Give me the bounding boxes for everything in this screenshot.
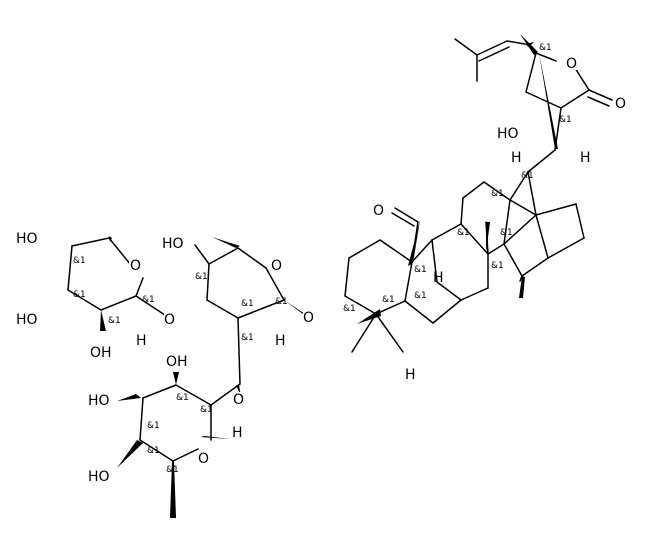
- stereo-label: &1: [491, 261, 504, 271]
- stereo-label: &1: [414, 265, 427, 275]
- stereo-label: &1: [414, 291, 427, 301]
- hydrogen-label-rhamnose: H: [232, 425, 243, 441]
- middle-sugar-ring-oxygen-label: O: [271, 258, 282, 274]
- lactone-carbonyl-oxygen-label: O: [615, 96, 626, 112]
- hydroxyl-label-lactone: HO: [497, 126, 519, 142]
- hydrogen-label-c17: H: [580, 150, 591, 166]
- stereo-label: &1: [200, 405, 213, 415]
- stereo-label: &1: [166, 465, 179, 475]
- glycosidic-oxygen-label-rhamnose: O: [233, 392, 244, 408]
- stereo-label: &1: [559, 115, 572, 125]
- hydrogen-label-c13: H: [511, 150, 522, 166]
- stereo-center-labels: &1 &1 &1 &1 &1 &1 &1 &1 &1 &1 &1 &1 &1 &…: [73, 43, 572, 475]
- bond-network: [67, 38, 613, 462]
- stereo-label: &1: [539, 43, 552, 53]
- stereo-label: &1: [147, 446, 160, 456]
- hydroxyl-label-left-sugar-bottom: HO: [16, 312, 38, 328]
- hydroxyl-label-rhamnose-top: OH: [166, 354, 188, 370]
- aldehyde-oxygen-label: O: [373, 203, 384, 219]
- lactone-ring-oxygen-label: O: [566, 56, 577, 72]
- hydrogen-label-c5: H: [405, 367, 416, 383]
- stereo-label: &1: [382, 295, 395, 305]
- stereo-label: &1: [176, 393, 189, 403]
- hydrogen-label-left-sugar: H: [136, 333, 147, 349]
- rhamnose-ring-oxygen-label: O: [198, 451, 209, 467]
- glycosidic-oxygen-label-aglycone: O: [303, 310, 314, 326]
- hydroxyl-label-rhamnose-bottom: HO: [88, 469, 110, 485]
- hydroxyl-label-left-sugar-top: HO: [16, 231, 38, 247]
- stereo-label: &1: [275, 297, 288, 307]
- stereo-label: &1: [108, 316, 121, 326]
- stereo-label: &1: [73, 256, 86, 266]
- hydroxyl-label-left-sugar-lower: OH: [90, 345, 112, 361]
- left-sugar-ring-oxygen-label: O: [130, 258, 141, 274]
- stereo-label: &1: [521, 171, 534, 181]
- stereo-label: &1: [73, 290, 86, 300]
- stereo-label: &1: [500, 228, 513, 238]
- hydroxyl-label-rhamnose-left: HO: [88, 393, 110, 409]
- stereo-label: &1: [241, 333, 254, 343]
- hydrogen-label-c9: H: [433, 270, 444, 286]
- hydroxyl-label-middle-sugar: HO: [162, 236, 184, 252]
- stereo-bonds: [100, 34, 558, 518]
- stereo-label: &1: [195, 272, 208, 282]
- stereo-label: &1: [241, 299, 254, 309]
- hydrogen-label-middle-sugar: H: [275, 333, 286, 349]
- stereo-label: &1: [457, 228, 470, 238]
- stereo-label: &1: [142, 295, 155, 305]
- stereo-label: &1: [147, 421, 160, 431]
- stereo-label: &1: [343, 304, 356, 314]
- atom-labels: O O HO O H H H H O O HO H O O HO HO OH H…: [16, 56, 628, 485]
- stereo-label: &1: [491, 189, 504, 199]
- glycosidic-oxygen-label-left-sugar: O: [164, 312, 175, 328]
